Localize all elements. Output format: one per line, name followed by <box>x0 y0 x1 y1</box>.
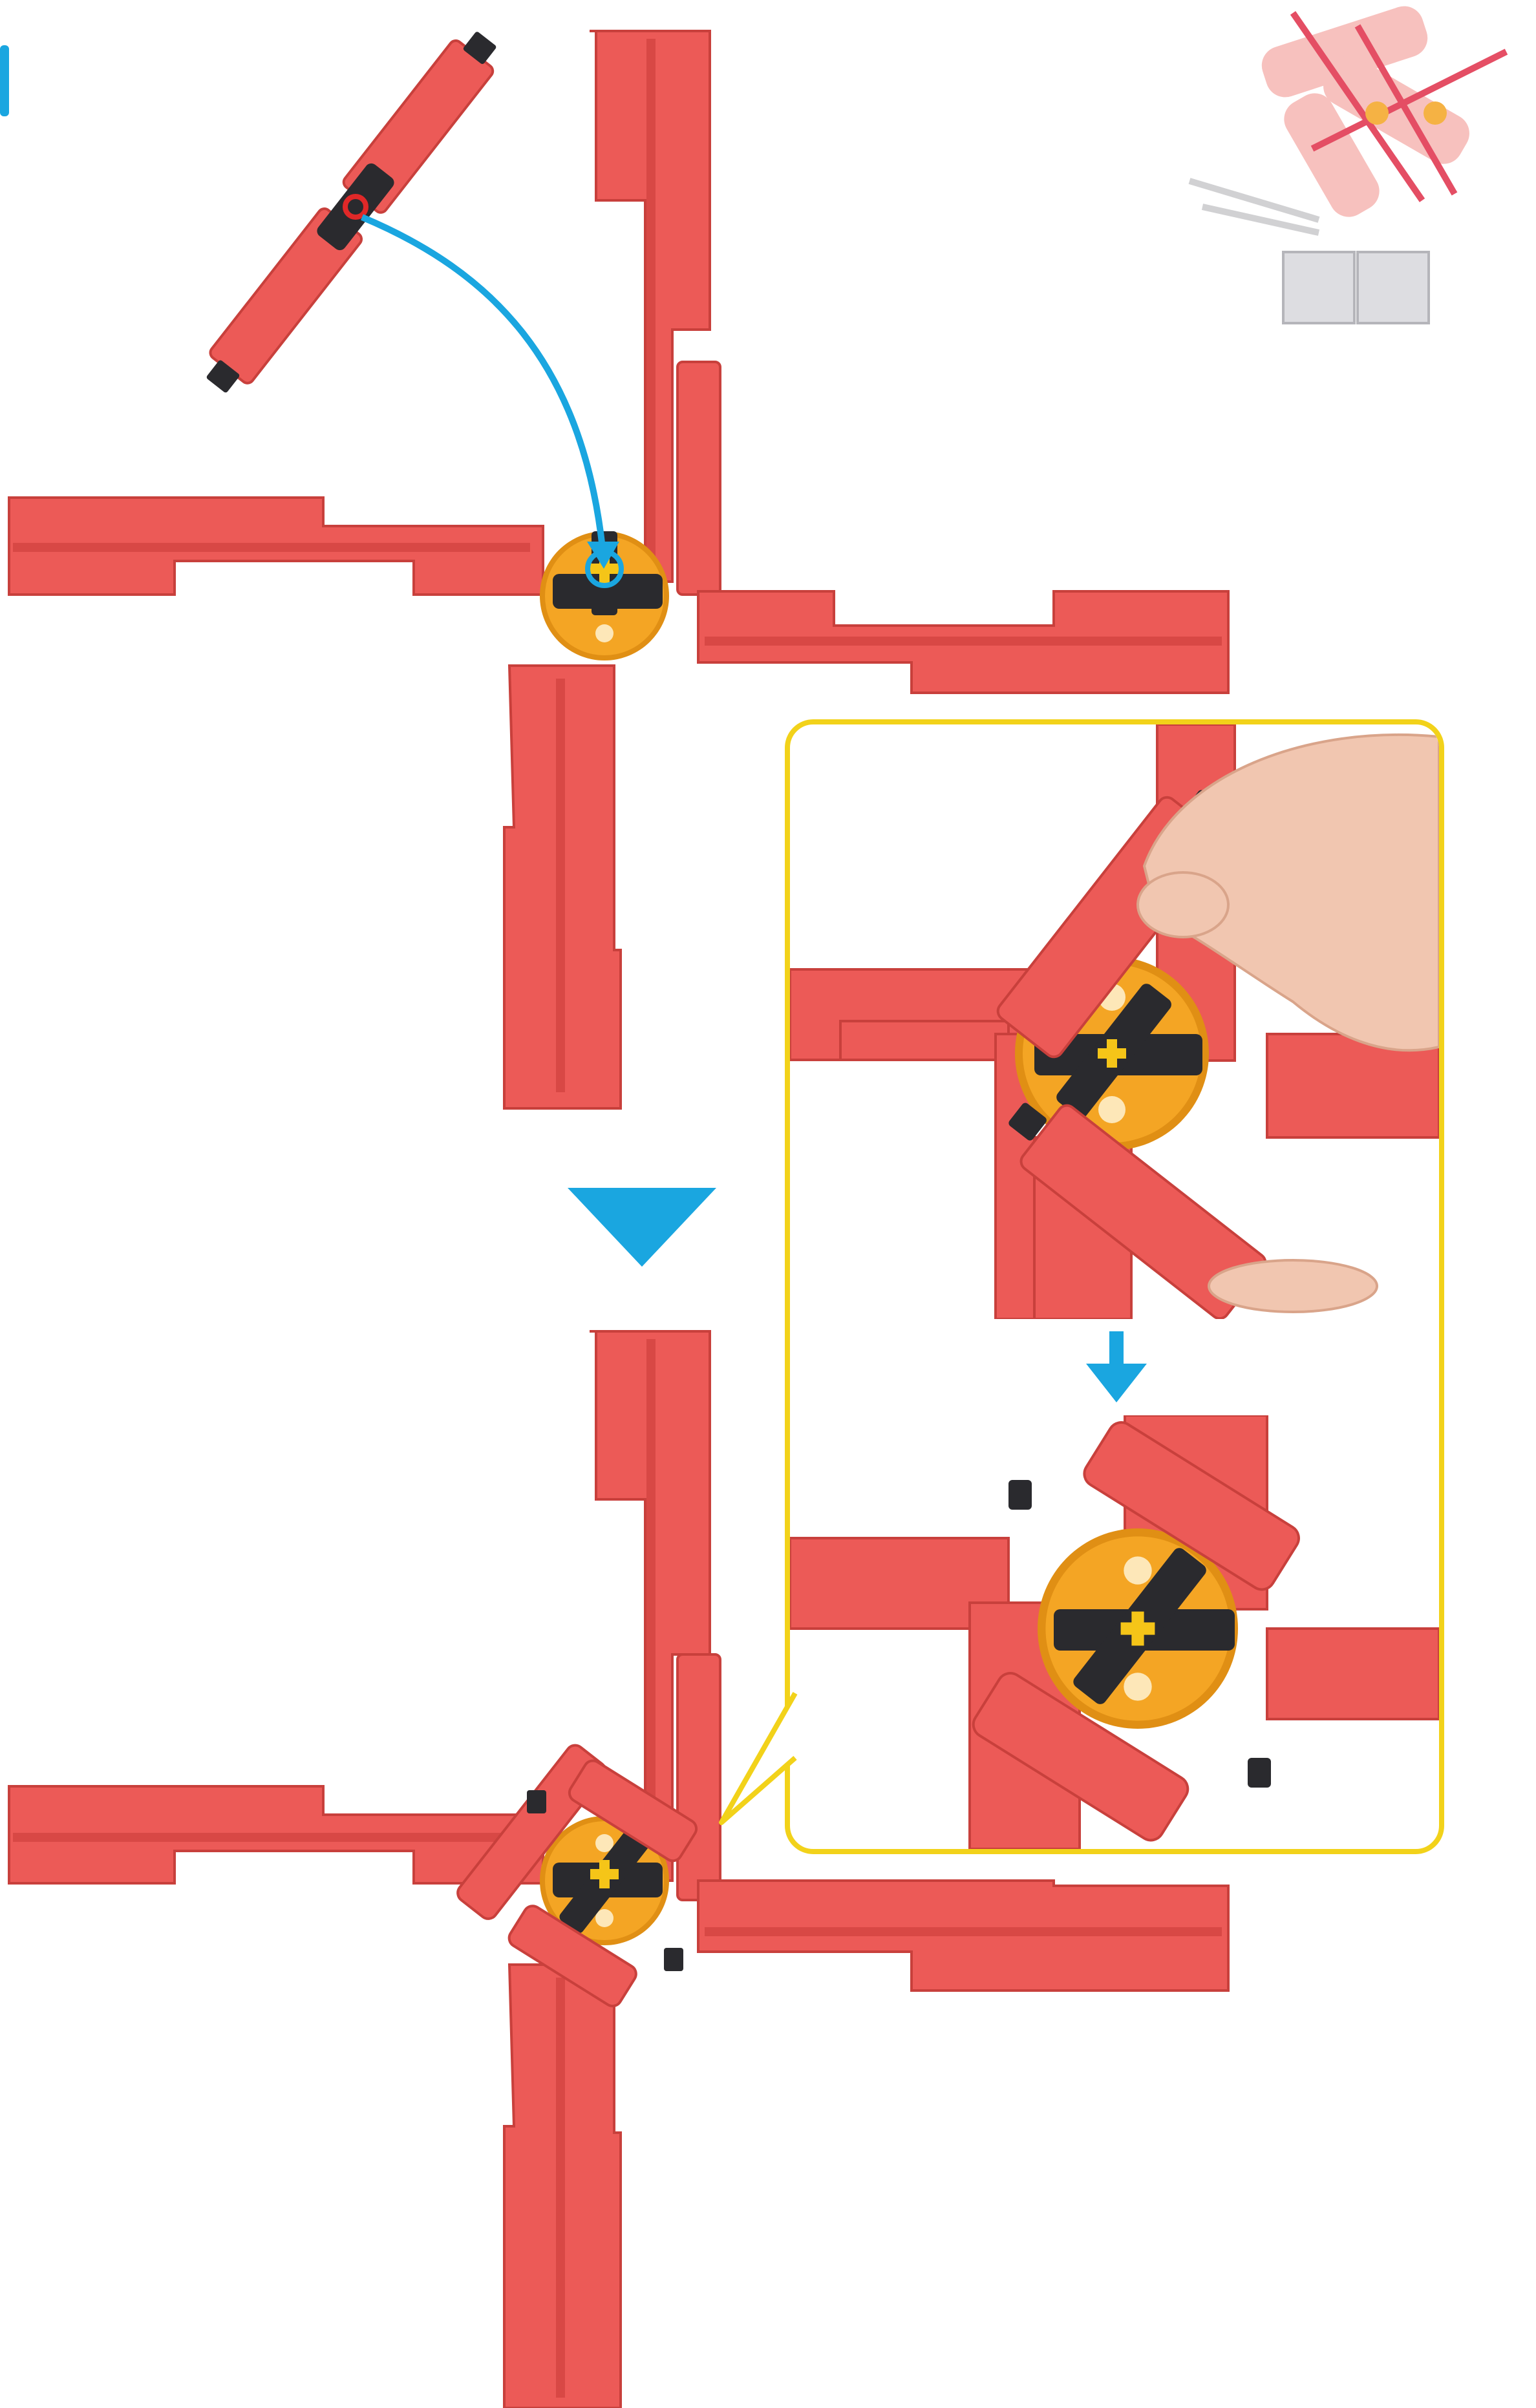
arm-right <box>698 591 1228 693</box>
arm-left <box>9 1786 543 1883</box>
detail-callout-panel <box>721 722 1442 1852</box>
arm-left <box>9 498 543 595</box>
curved-arrow-icon <box>362 217 603 548</box>
arm-right <box>698 1881 1228 1991</box>
page-edge-marker <box>0 45 9 116</box>
arm-down <box>504 666 621 1108</box>
triangle-down-icon <box>568 1188 716 1267</box>
reference-model-thumbnail <box>1189 1 1506 323</box>
arm-pair-piece <box>195 23 507 401</box>
callout-pointer <box>721 1693 795 1822</box>
arm-up <box>590 31 720 595</box>
arm-down <box>504 1965 621 2408</box>
